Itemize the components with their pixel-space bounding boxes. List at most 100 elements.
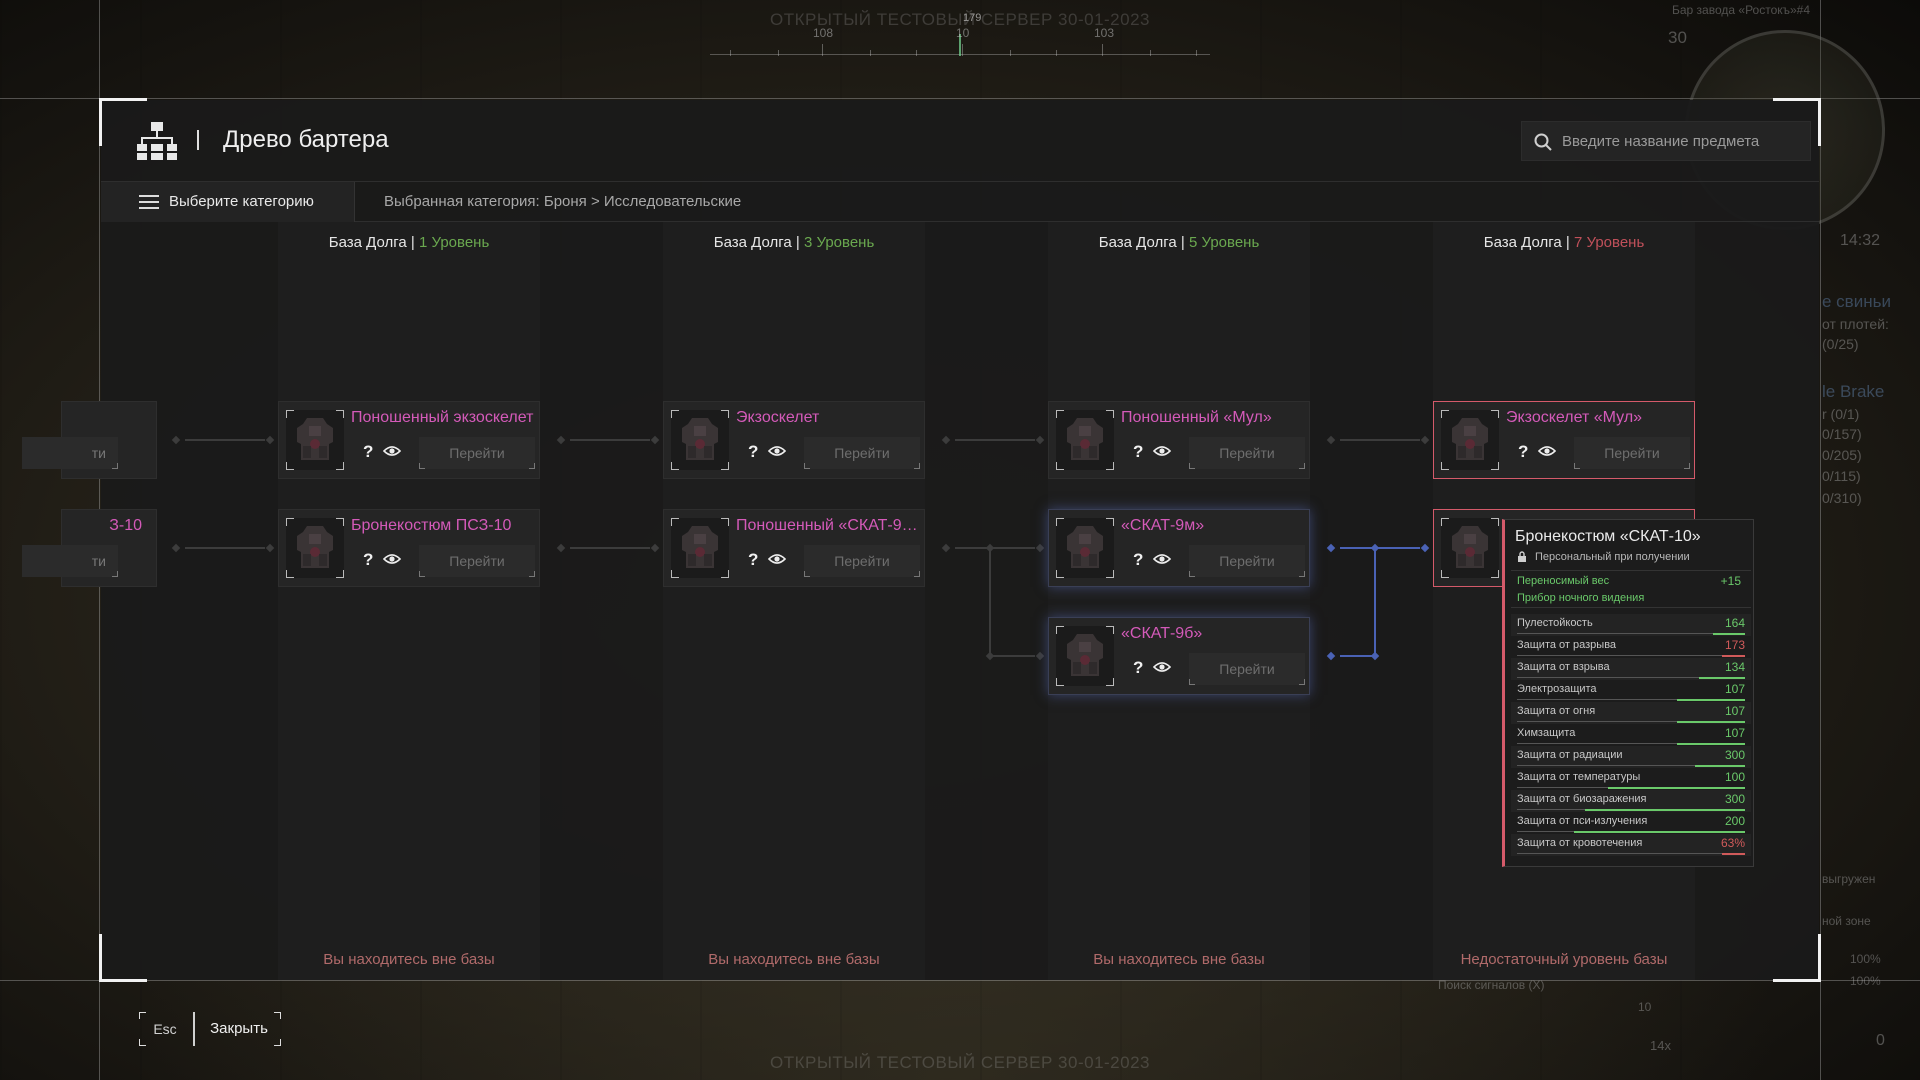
column-status: Вы находитесь вне базы	[1093, 951, 1265, 968]
breadcrumb: Выбранная категория: Броня > Исследовате…	[384, 193, 742, 210]
go-button[interactable]: Перейти	[1189, 437, 1305, 469]
item-name: Экзоскелет	[736, 409, 820, 426]
item-thumbnail	[286, 518, 344, 578]
tooltip-subtitle: Персональный при получении	[1535, 551, 1690, 563]
item-name: Поношенный «Мул»	[1121, 409, 1272, 426]
item-thumbnail	[1056, 410, 1114, 470]
help-icon[interactable]: ?	[1133, 550, 1144, 569]
armor-icon	[1452, 526, 1488, 568]
preview-button[interactable]	[1537, 444, 1557, 463]
preview-button[interactable]	[1152, 660, 1172, 679]
item-card[interactable]: «СКАТ-9б»?Перейти	[1048, 617, 1310, 695]
item-card[interactable]: Поношенный «Мул»? Перейти	[1048, 401, 1310, 479]
stat-bar	[1517, 677, 1745, 679]
stat-label: Защита от взрыва	[1517, 661, 1610, 673]
help-icon[interactable]: ?	[1518, 442, 1529, 461]
hud-number: 30	[1668, 28, 1687, 47]
help-icon[interactable]: ?	[748, 550, 759, 569]
stat-bar	[1517, 655, 1745, 657]
stat-value: 164	[1724, 616, 1745, 630]
go-button[interactable]: Перейти	[1189, 653, 1305, 685]
item-card[interactable]: «СКАТ-9м»? Перейти	[1048, 509, 1310, 587]
partial-card-bottom: З-10 ти	[22, 509, 157, 587]
preview-button[interactable]	[1152, 444, 1172, 463]
preview-button[interactable]	[767, 552, 787, 571]
stat-bar	[1517, 765, 1745, 767]
eye-icon	[382, 446, 402, 456]
stat-value: 300	[1724, 792, 1745, 806]
esc-key-hint: Esc	[153, 1021, 177, 1037]
stat-bar	[1517, 721, 1745, 723]
stat-value: 173	[1724, 638, 1745, 652]
stat-label: Защита от разрыва	[1517, 639, 1617, 651]
watermark-top: ОТКРЫТЫЙ ТЕСТОВЫЙ СЕРВЕР 30-01-2023	[769, 10, 1151, 29]
armor-icon	[1067, 634, 1103, 676]
item-card[interactable]: Экзоскелет «Мул»?Перейти	[1433, 401, 1695, 479]
eye-icon	[1537, 446, 1557, 456]
go-button[interactable]: Перейти	[1189, 545, 1305, 577]
preview-button[interactable]	[767, 444, 787, 463]
eye-icon	[1152, 446, 1172, 456]
go-button[interactable]: Перейти	[419, 545, 535, 577]
tier-column-5: База Долга | 5 Уровень Вы находитесь вне…	[1048, 222, 1310, 980]
help-icon[interactable]: ?	[363, 550, 374, 569]
partial-card-top: ти	[22, 401, 157, 479]
stat-bar	[1517, 633, 1745, 635]
stat-row: Пулестойкость 164	[1511, 614, 1751, 636]
frame-line-bottom	[0, 980, 1920, 981]
help-icon[interactable]: ?	[748, 442, 759, 461]
stat-value: 100	[1724, 770, 1745, 784]
armor-icon	[297, 418, 333, 460]
frame-line-top	[0, 98, 1920, 99]
tooltip-perks: Переносимый вес +15 Прибор ночного виден…	[1511, 570, 1751, 608]
eye-icon	[767, 446, 787, 456]
hud-count: 0	[1876, 1032, 1885, 1049]
item-card[interactable]: Экзоскелет? Перейти	[663, 401, 925, 479]
stat-label: Защита от радиации	[1517, 749, 1623, 761]
stat-value: 200	[1724, 814, 1745, 828]
compass-heading: 179	[963, 12, 982, 24]
preview-button[interactable]	[1152, 552, 1172, 571]
frame-line-right	[1820, 0, 1821, 1080]
eye-icon	[767, 554, 787, 564]
item-thumbnail	[671, 410, 729, 470]
item-name: Бронекостюм ПСЗ-10	[351, 517, 512, 534]
search-box[interactable]	[1521, 121, 1811, 161]
preview-button[interactable]	[382, 552, 402, 571]
column-header: База Долга | 3 Уровень	[713, 234, 875, 251]
tier-column-3: База Долга | 3 Уровень Вы находитесь вне…	[663, 222, 925, 980]
eye-icon	[382, 554, 402, 564]
preview-button[interactable]	[382, 444, 402, 463]
help-icon[interactable]: ?	[363, 442, 374, 461]
stat-bar	[1517, 787, 1745, 789]
close-button[interactable]: Закрыть	[210, 1020, 268, 1037]
item-name: «СКАТ-9м»	[1121, 517, 1205, 534]
armor-icon	[1452, 418, 1488, 460]
hud-ammo: 10	[1638, 1000, 1652, 1014]
stat-label: Пулестойкость	[1517, 617, 1593, 629]
item-card[interactable]: Поношенный «СКАТ-9м»?Перейти	[663, 509, 925, 587]
stat-label: Химзащита	[1517, 727, 1576, 739]
go-button[interactable]: Перейти	[1574, 437, 1690, 469]
go-button[interactable]: Перейти	[419, 437, 535, 469]
stat-value: 107	[1724, 704, 1745, 718]
item-card[interactable]: Поношенный экзоскелет? Перейти	[278, 401, 540, 479]
item-name: Поношенный экзоскелет	[351, 409, 534, 426]
tier-column-1: База Долга | 1 Уровень Вы находитесь вне…	[278, 222, 540, 980]
go-button[interactable]: Перейти	[804, 545, 920, 577]
stat-bar	[1517, 699, 1745, 701]
item-thumbnail	[1056, 518, 1114, 578]
column-header: База Долга | 7 Уровень	[1483, 234, 1645, 251]
select-category-button[interactable]: Выберите категорию	[101, 182, 355, 222]
help-icon[interactable]: ?	[1133, 658, 1144, 677]
item-thumbnail	[1441, 410, 1499, 470]
help-icon[interactable]: ?	[1133, 442, 1144, 461]
search-input[interactable]	[1562, 122, 1802, 160]
stat-bar	[1517, 743, 1745, 745]
stat-value: 107	[1724, 682, 1745, 696]
item-card[interactable]: Бронекостюм ПСЗ-10? Перейти	[278, 509, 540, 587]
go-button[interactable]: Перейти	[804, 437, 920, 469]
